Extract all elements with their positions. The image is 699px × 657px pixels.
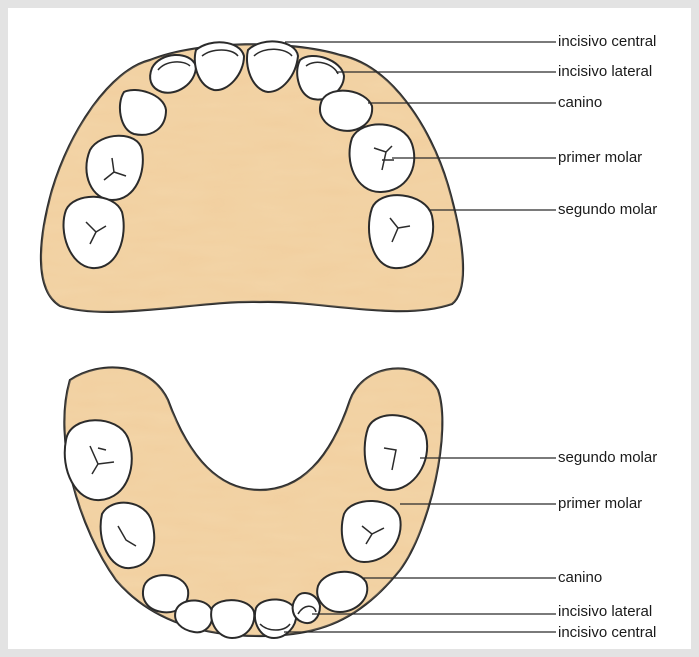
lower-left-central-incisor (211, 600, 254, 638)
label-lower-second-molar: segundo molar (558, 449, 657, 467)
lower-left-second-molar (65, 420, 132, 500)
upper-right-canine (320, 91, 372, 131)
label-upper-canine: canino (558, 94, 602, 112)
label-lower-first-molar: primer molar (558, 495, 642, 513)
lower-gum-texture (64, 367, 442, 636)
lower-arch (64, 367, 556, 638)
upper-arch (41, 41, 556, 311)
label-upper-lateral-incisor: incisivo lateral (558, 63, 652, 81)
lower-right-lateral-incisor (293, 593, 320, 623)
label-lower-canine: canino (558, 569, 602, 587)
label-upper-second-molar: segundo molar (558, 201, 657, 219)
label-lower-central-incisor: incisivo central (558, 624, 656, 642)
lower-left-lateral-incisor (175, 600, 212, 632)
label-upper-central-incisor: incisivo central (558, 33, 656, 51)
label-upper-first-molar: primer molar (558, 149, 642, 167)
label-lower-lateral-incisor: incisivo lateral (558, 603, 652, 621)
